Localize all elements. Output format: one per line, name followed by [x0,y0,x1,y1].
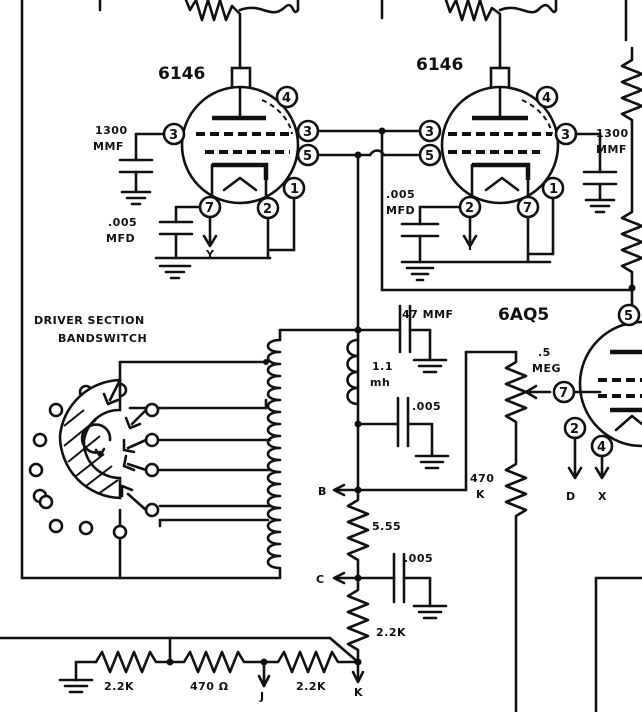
tube-v2-pin-cathode-b: 7 [523,201,532,216]
tube-v2-pin-screen: 5 [425,149,434,164]
contact [28,462,44,478]
bandswitch-title-line2: BANDSWITCH [58,332,147,345]
contact [144,462,160,478]
tube-v2-pin-cathode-a: 2 [465,201,474,216]
contact [48,402,64,418]
tube-v1-pin-anode: 4 [282,91,291,106]
c-1300-right-unit: MMF [596,143,627,156]
r-22k-right-label: 2.2K [376,626,406,639]
tube-v1-pin-cathode-a: 7 [205,201,214,216]
bandswitch: DRIVER SECTION BANDSWITCH [28,314,282,580]
terminal-b: B [318,485,327,498]
tube-v1-pin-screen: 5 [303,149,312,164]
c-1300-right-value: 1300 [596,127,629,140]
tube-v2-pin-grid-left: 3 [425,125,434,140]
v1-wiring: 1300 MMF Y .005 MFD [93,124,634,492]
r-470k-value: 470 [470,472,494,485]
terminal-d: D [566,490,576,503]
tube-v3-pin-grid: 7 [559,386,568,401]
terminal-y1: Y [205,248,215,261]
r-470k-unit: K [476,488,485,501]
tube-v3-pin-heater: 4 [597,440,606,455]
r-470ohm-label: 470 Ω [190,680,229,693]
terminal-x: X [598,490,607,503]
terminal-c: C [316,573,325,586]
contact [32,432,48,448]
tube-v3-type: 6AQ5 [498,305,549,325]
tube-v1: 6146 4 3 3 5 7 2 1 [158,38,320,220]
tube-v1-plate-cap [230,66,252,90]
rotor-arc [58,378,122,500]
tube-v2-plate-cap [489,66,511,90]
tube-v2-pin-anode: 4 [542,91,551,106]
c-005-low-label: .005 [404,552,433,565]
grid-bias-network: .5 MEG 470 K [470,346,561,712]
c-1300-left-value: 1300 [95,124,128,137]
middle-network: 47 MMF 1.1 mh .005 B [278,304,518,498]
tube-v2-pin-heater: 1 [549,182,558,197]
tube-v1-pin-heater: 1 [290,182,299,197]
contact [78,520,94,536]
tube-v3: 6AQ5 5 7 2 4 D X [498,298,642,503]
choke-unit: mh [370,376,390,389]
contact [144,502,160,518]
tube-v1-type: 6146 [158,64,205,84]
pot-unit: MEG [532,362,561,375]
terminal-j: J [259,690,265,703]
frame-wires [20,0,642,712]
c-1300-left-unit: MMF [93,140,124,153]
tube-v2-pin-grid-right: 3 [561,128,570,143]
contact [144,402,160,418]
tube-v2: 6146 4 3 3 5 2 7 1 [416,38,578,219]
contact [38,494,54,510]
c-005-mid-label: .005 [412,400,441,413]
c-005-left-value: .005 [108,216,137,229]
pot-value: .5 [538,346,551,359]
v2-wiring: 1300 MMF .005 MFD Y [386,127,629,282]
tube-v1-pin-cathode-b: 2 [263,202,272,217]
choke-value: 1.1 [372,360,393,373]
contact [144,432,160,448]
contact [48,518,64,534]
bottom-chain: 2.2K 470 Ω J 2.2K [0,636,362,703]
contact [112,524,128,540]
supply-ladder: 5.55 C .005 2.2K K [316,488,448,699]
c-005-right-unit: MFD [386,204,415,217]
bandswitch-title-line1: DRIVER SECTION [34,314,145,327]
c-47-label: 47 MMF [402,308,454,321]
r-22k-bottom-right-label: 2.2K [296,680,326,693]
c-005-right-value: .005 [386,188,415,201]
terminal-k: K [354,686,363,699]
r-555-label: 5.55 [372,520,401,533]
tube-v1-pin-grid-left: 3 [169,128,178,143]
c-005-left-unit: MFD [106,232,135,245]
tube-v3-pin-screen: 5 [624,309,633,324]
r-22k-bottom-left-label: 2.2K [104,680,134,693]
terminal-y2: Y [465,240,475,253]
tube-v3-pin-cathode: 2 [570,422,579,437]
tube-v1-pin-grid-right: 3 [303,125,312,140]
tube-v2-type: 6146 [416,55,463,75]
